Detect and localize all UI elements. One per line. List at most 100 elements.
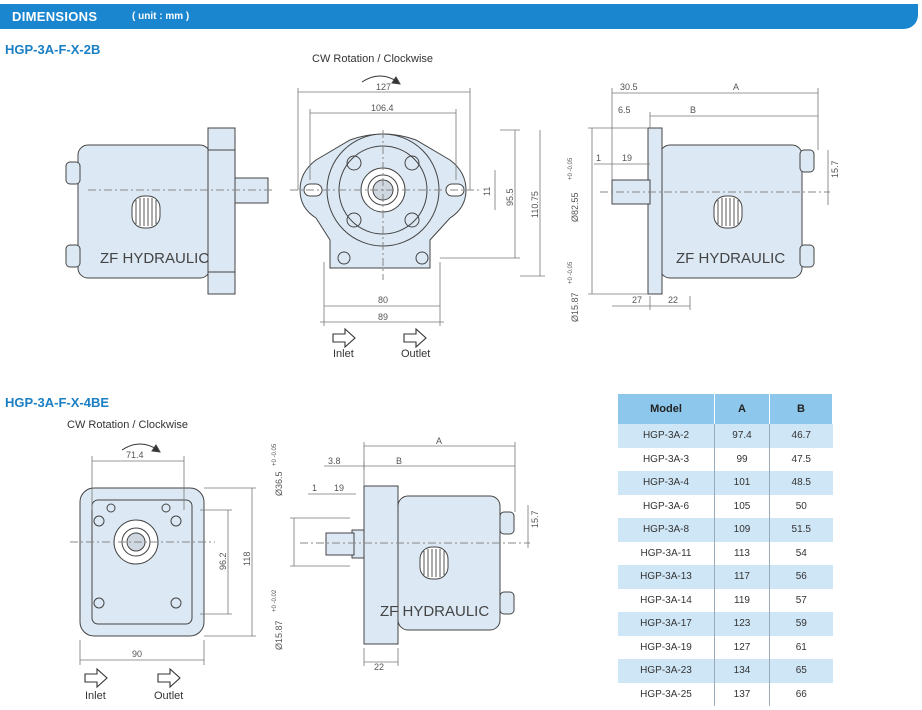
cell-a: 137 [714, 682, 770, 706]
pump-side-view-2 [300, 485, 530, 645]
tol-36: +0 -0.05 [272, 443, 278, 466]
rotation-label-1: CW Rotation / Clockwise [312, 53, 433, 65]
cell-b: 61 [769, 635, 833, 659]
dim-89: 89 [378, 312, 388, 322]
cell-model: HGP-3A-4 [618, 471, 715, 495]
dim-80: 80 [378, 295, 388, 305]
dim-30: 30.5 [620, 82, 638, 92]
cell-b: 65 [769, 659, 833, 683]
dim-19-1: 19 [622, 153, 632, 163]
dim-27: 27 [632, 295, 642, 305]
cell-b: 56 [769, 565, 833, 589]
pump-side-view-1 [65, 127, 275, 295]
cell-b: 66 [769, 682, 833, 706]
flow-arrows [84, 327, 427, 689]
dim-65: 6.5 [618, 105, 631, 115]
cell-a: 97.4 [714, 424, 770, 448]
dim-b-2: B [396, 456, 402, 466]
header-title: DIMENSIONS [12, 9, 98, 24]
col-header-model: Model [618, 394, 715, 424]
dim-diam15-2: Ø15.87 [274, 620, 284, 650]
cell-b: 51.5 [769, 518, 833, 542]
dim-38: 3.8 [328, 456, 341, 466]
dim-962: 96.2 [218, 552, 228, 570]
col-header-b: B [769, 394, 833, 424]
dim-22-1: 22 [668, 295, 678, 305]
cell-a: 113 [714, 541, 770, 565]
pump-front-view-1 [290, 75, 480, 280]
cell-model: HGP-3A-2 [618, 424, 715, 448]
dim-1-1: 1 [596, 153, 601, 163]
cell-a: 101 [714, 471, 770, 495]
dim-157-2: 15.7 [530, 510, 540, 528]
cell-model: HGP-3A-14 [618, 588, 715, 612]
cell-b: 57 [769, 588, 833, 612]
col-header-a: A [714, 394, 770, 424]
cell-a: 119 [714, 588, 770, 612]
dim-127: 127 [376, 82, 391, 92]
cell-b: 54 [769, 541, 833, 565]
dim-a-1: A [733, 82, 739, 92]
pump-front-view-2 [70, 443, 215, 637]
cell-b: 48.5 [769, 471, 833, 495]
cell-a: 117 [714, 565, 770, 589]
brand-label-1b: ZF HYDRAULIC [676, 250, 785, 267]
dim-diam36: Ø36.5 [274, 471, 284, 496]
dim-157-1: 15.7 [830, 160, 840, 178]
cell-a: 123 [714, 612, 770, 636]
cell-b: 50 [769, 494, 833, 518]
dim-22-2: 22 [374, 662, 384, 672]
header-bar: DIMENSIONS ( unit : mm ) [0, 4, 918, 29]
inlet-label-1: Inlet [333, 348, 354, 360]
dim-95: 95.5 [505, 188, 515, 206]
table-header-row: Model A B [618, 394, 833, 424]
cell-model: HGP-3A-6 [618, 494, 715, 518]
inlet-label-2: Inlet [85, 690, 106, 702]
cell-b: 47.5 [769, 447, 833, 471]
cell-a: 127 [714, 635, 770, 659]
dim-90: 90 [132, 649, 142, 659]
outlet-label-2: Outlet [154, 690, 183, 702]
dim-110: 110.75 [530, 191, 540, 218]
cell-a: 99 [714, 447, 770, 471]
pump-end-view-1 [600, 127, 830, 295]
cell-b: 46.7 [769, 424, 833, 448]
dim-diam82: Ø82.55 [570, 192, 580, 222]
dim-11: 11 [482, 187, 492, 196]
tol-15-1: +0 -0.05 [568, 261, 574, 284]
section1-title: HGP-3A-F-X-2B [5, 42, 101, 57]
rotation-label-2: CW Rotation / Clockwise [67, 419, 188, 431]
brand-label-1a: ZF HYDRAULIC [100, 250, 209, 267]
cell-a: 134 [714, 659, 770, 683]
dim-1-2: 1 [312, 483, 317, 493]
cell-model: HGP-3A-23 [618, 659, 715, 683]
dim-a-2: A [436, 436, 442, 446]
cell-b: 59 [769, 612, 833, 636]
cell-model: HGP-3A-3 [618, 447, 715, 471]
brand-label-2: ZF HYDRAULIC [380, 603, 489, 620]
cell-model: HGP-3A-13 [618, 565, 715, 589]
cell-a: 105 [714, 494, 770, 518]
outlet-label-1: Outlet [401, 348, 430, 360]
dim-b-1: B [690, 105, 696, 115]
dim-19-2: 19 [334, 483, 344, 493]
dim-714: 71.4 [126, 450, 144, 460]
tol-15-2: +0 -0.02 [272, 589, 278, 612]
cell-model: HGP-3A-19 [618, 635, 715, 659]
cell-model: HGP-3A-11 [618, 541, 715, 565]
cell-model: HGP-3A-17 [618, 612, 715, 636]
